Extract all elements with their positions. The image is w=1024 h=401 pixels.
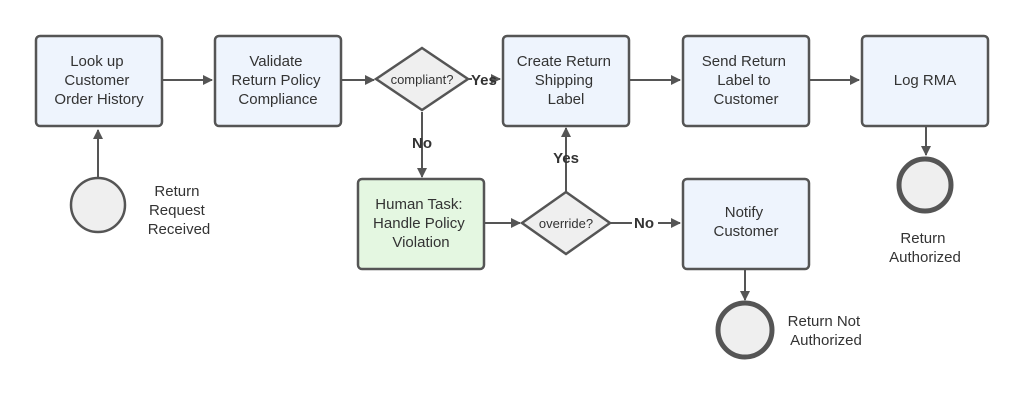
task-label-line: Order History xyxy=(54,91,144,108)
connectors xyxy=(93,74,931,301)
task-create-shipping-label[interactable]: Create Return Shipping Label xyxy=(501,34,631,128)
start-event-label: Return Request Received xyxy=(148,183,211,238)
gateway-override[interactable]: override? xyxy=(519,190,613,256)
task-send-label[interactable]: Send Return Label to Customer xyxy=(681,34,811,128)
task-label-line: Violation xyxy=(392,234,449,251)
task-validate-policy[interactable]: Validate Return Policy Compliance xyxy=(213,34,343,128)
task-label-line: Label xyxy=(548,91,585,108)
edge-label-compliant-yes: Yes xyxy=(471,72,497,89)
event-label-line: Authorized xyxy=(790,332,862,349)
task-label-line: Return Policy xyxy=(231,72,321,89)
task-label-line: Label to xyxy=(717,72,770,89)
svg-text:Look up Customer O: Look up Customer Order History xyxy=(54,53,144,108)
svg-text:Send Return Label to: Send Return Label to Customer xyxy=(702,53,790,108)
task-label-line: Customer xyxy=(64,72,129,89)
svg-text:Create Return Shipping: Create Return Shipping Label xyxy=(517,53,615,108)
event-label-line: Authorized xyxy=(889,249,961,266)
task-label-line: Handle Policy xyxy=(373,215,465,232)
gateway-compliant[interactable]: compliant? xyxy=(373,46,471,112)
event-label-line: Return xyxy=(154,183,199,200)
end-event-authorized[interactable] xyxy=(896,156,954,214)
gateway-label: compliant? xyxy=(391,72,454,87)
svg-text:Human Task: Handle Polic: Human Task: Handle Policy Violation xyxy=(373,196,469,251)
end-event-authorized-label: Return Authorized xyxy=(889,230,961,266)
task-label-line: Validate xyxy=(249,53,302,70)
svg-text:Log RMA: Log RMA xyxy=(894,72,957,89)
task-label-line: Log RMA xyxy=(894,72,957,89)
task-label-line: Notify xyxy=(725,204,764,221)
event-label-line: Return Not xyxy=(788,313,861,330)
start-event[interactable] xyxy=(69,176,127,234)
event-label-line: Return xyxy=(900,230,945,247)
event-label-line: Received xyxy=(148,221,211,238)
event-label-line: Request xyxy=(149,202,206,219)
task-label-line: Human Task: xyxy=(375,196,462,213)
task-label-line: Look up xyxy=(70,53,123,70)
edge-label-override-no: No xyxy=(634,215,654,232)
task-label-line: Customer xyxy=(713,223,778,240)
task-label-line: Shipping xyxy=(535,72,593,89)
edge-label-compliant-no: No xyxy=(412,135,432,152)
task-label-line: Customer xyxy=(713,91,778,108)
task-label-line: Compliance xyxy=(238,91,317,108)
svg-text:Validate Return Policy: Validate Return Policy Compliance xyxy=(231,53,324,108)
task-look-up-order-history[interactable]: Look up Customer Order History xyxy=(34,34,164,128)
end-event-not-authorized[interactable] xyxy=(715,300,775,360)
gateway-label: override? xyxy=(539,216,593,231)
task-notify-customer[interactable]: Notify Customer xyxy=(681,177,811,271)
end-event-not-authorized-label: Return Not Authorized xyxy=(788,313,865,349)
task-label-line: Send Return xyxy=(702,53,786,70)
svg-text:Notify Customer: Notify Customer xyxy=(713,204,778,240)
task-log-rma[interactable]: Log RMA xyxy=(860,34,990,128)
task-label-line: Create Return xyxy=(517,53,611,70)
human-task-policy-violation[interactable]: Human Task: Handle Policy Violation xyxy=(356,177,486,271)
edge-label-override-yes: Yes xyxy=(553,150,579,167)
